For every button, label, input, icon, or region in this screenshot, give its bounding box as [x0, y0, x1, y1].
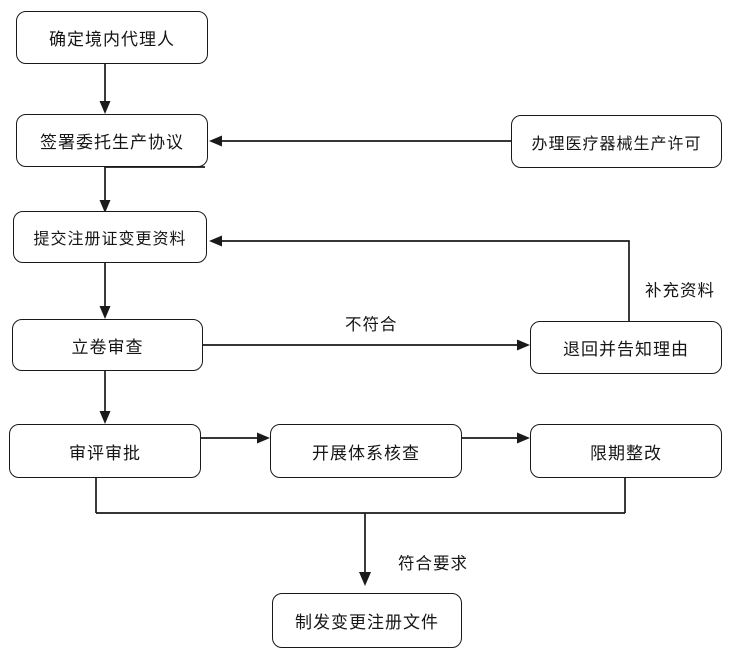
- edge-label-meets-requirements: 符合要求: [398, 554, 468, 573]
- edge-review-to-approval: [99, 370, 111, 424]
- node-rectify-within-time-limit[interactable]: 限期整改: [530, 424, 722, 478]
- node-issue-changed-registration-document[interactable]: 制发变更注册文件: [272, 593, 462, 648]
- node-label: 签署委托生产协议: [40, 133, 184, 153]
- edge-submit-to-review: [99, 262, 111, 319]
- node-label: 开展体系核查: [312, 443, 420, 464]
- edge-audit-to-rectify: [462, 432, 530, 444]
- node-return-and-notify-reason[interactable]: 退回并告知理由: [530, 321, 722, 374]
- edge-label-supplement-materials: 补充资料: [645, 281, 715, 300]
- edge-merge-to-issue: [95, 478, 626, 586]
- node-label: 提交注册证变更资料: [33, 229, 187, 248]
- node-filing-review[interactable]: 立卷审查: [12, 319, 203, 371]
- node-determine-domestic-agent[interactable]: 确定境内代理人: [16, 11, 208, 64]
- node-label: 限期整改: [590, 443, 662, 464]
- edge-agent-to-agreement: [99, 64, 111, 114]
- edge-approval-to-audit: [201, 432, 270, 444]
- node-apply-medical-device-production-license[interactable]: 办理医疗器械生产许可: [511, 115, 722, 168]
- node-label: 办理医疗器械生产许可: [531, 133, 702, 153]
- edge-license-to-agreement: [209, 135, 511, 147]
- edge-agreement-to-submit: [99, 166, 205, 213]
- node-sign-entrusted-production-agreement[interactable]: 签署委托生产协议: [16, 114, 208, 167]
- node-label: 审评审批: [69, 443, 141, 464]
- node-label: 确定境内代理人: [49, 30, 175, 50]
- node-label: 立卷审查: [71, 337, 144, 358]
- node-label: 退回并告知理由: [563, 340, 689, 360]
- node-technical-review-and-approval[interactable]: 审评审批: [9, 424, 201, 478]
- edge-review-to-return: [203, 339, 530, 351]
- edge-return-to-submit-feedback: [209, 235, 630, 322]
- edge-label-not-compliant: 不符合: [345, 315, 398, 334]
- node-label: 制发变更注册文件: [295, 613, 439, 633]
- node-conduct-system-inspection[interactable]: 开展体系核查: [270, 424, 462, 478]
- node-submit-registration-change-materials[interactable]: 提交注册证变更资料: [13, 211, 207, 263]
